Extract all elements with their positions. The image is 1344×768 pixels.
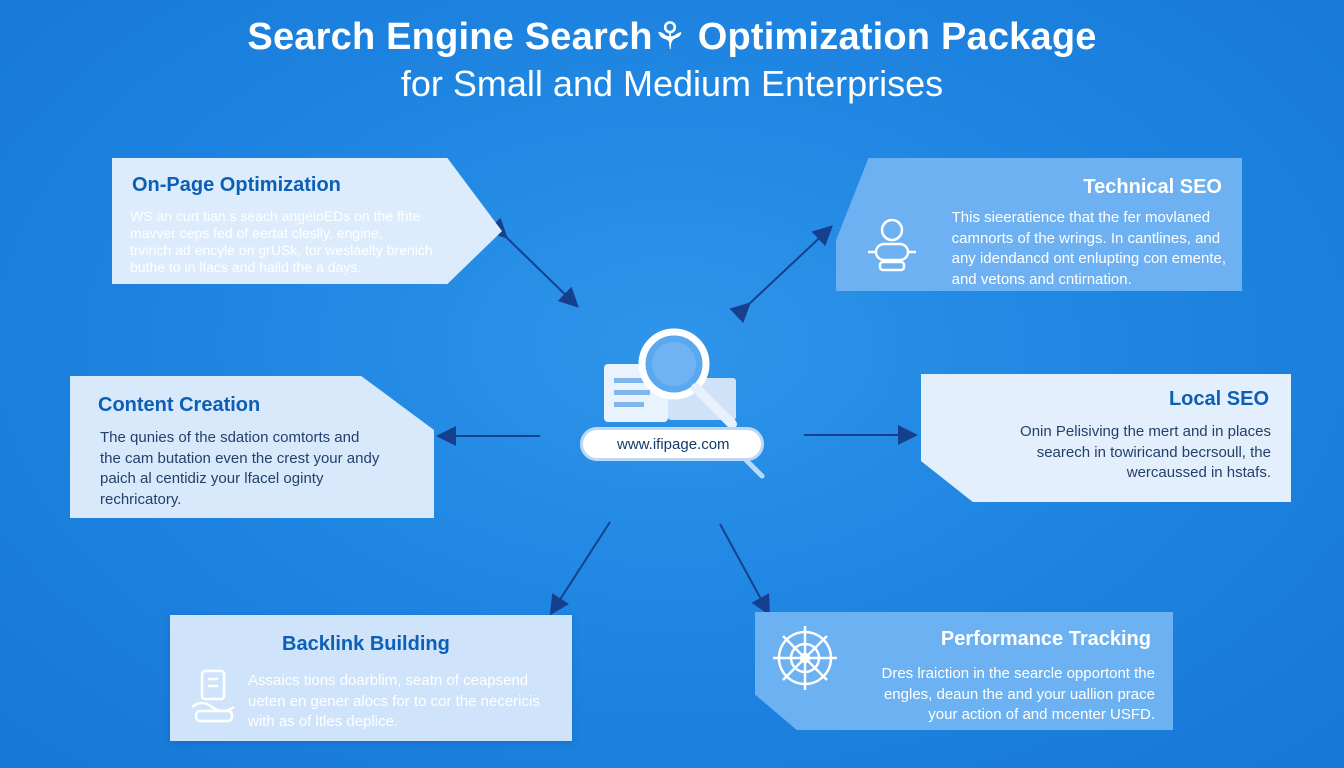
url-text: www.ifipage.com <box>617 436 730 453</box>
card-line: with as of ltles deplice. <box>248 713 399 730</box>
magnifier-document-icon <box>604 328 765 479</box>
card-body: This sieeratience that the fer movlaned … <box>952 208 1226 290</box>
card-title: Content Creation <box>98 394 261 416</box>
card-title: Backlink Building <box>282 633 450 655</box>
card-body: Dres lraiction in the searcle opportont … <box>882 664 1155 726</box>
card-performance-tracking: Performance Tracking Dres lraiction in t… <box>755 612 1173 730</box>
arrow-perf <box>719 523 770 616</box>
card-body: Assaics tions doarblim, seatn of ceapsen… <box>248 671 540 733</box>
card-line: buthe to in lfacs and haild the a days. <box>130 259 362 275</box>
card-line: Dres lraiction in the searcle opportont … <box>881 665 1155 682</box>
card-body: Onin Pelisiving the mert and in places s… <box>1020 422 1271 484</box>
target-wheel-icon <box>771 624 839 697</box>
card-line: paich al centidiz your lfacel oginty <box>100 470 324 487</box>
card-line: searech in towiricand becrsoull, the <box>1036 443 1271 461</box>
card-title: Technical SEO <box>1083 176 1222 198</box>
card-line: the cam butation even the crest your and… <box>100 449 380 467</box>
card-onpage-optimization: On-Page Optimization WS an curt tian s s… <box>112 158 502 284</box>
card-title: On-Page Optimization <box>132 174 341 196</box>
card-line: ueten en gener alocs for to cor the nece… <box>248 692 540 710</box>
center-hub <box>570 320 780 490</box>
card-line: The qunies of the sdation comtorts and <box>100 429 360 446</box>
url-bar: www.ifipage.com <box>580 427 764 461</box>
card-title: Performance Tracking <box>940 628 1151 650</box>
card-body: WS an curt tian s seach angeioEDs on the… <box>130 208 433 276</box>
card-local-seo: Local SEO Onin Pelisiving the mert and i… <box>921 374 1291 502</box>
card-line: This sieeratience that the fer movlaned <box>951 209 1211 226</box>
card-line: Assaics tions doarblim, seatn of ceapsen… <box>248 672 529 689</box>
card-line: Onin Pelisiving the mert and in places <box>1020 423 1271 440</box>
card-technical-seo: Technical SEO This sieeratience that the… <box>836 158 1242 291</box>
link-building-icon <box>188 667 240 730</box>
title-line-1: Search Engine Search⚘ Optimization Packa… <box>247 16 1097 58</box>
arrow-backlink <box>549 521 611 616</box>
card-line: WS an curt tian s seach angeioEDs on the… <box>130 208 421 224</box>
card-line: camnorts of the wrings. In cantlines, an… <box>951 229 1221 247</box>
card-line: mavver ceps fed of eertat cleslly, engin… <box>130 225 383 241</box>
arrow-tech <box>729 225 833 324</box>
title-line-2: for Small and Medium Enterprises <box>400 63 944 104</box>
card-line: and vetons and cntirnation. <box>951 270 1132 288</box>
card-line: trvirich ad encyle on grUSk, tor weslael… <box>130 242 433 258</box>
card-line: engles, deaun the and your uallion prace <box>883 685 1155 703</box>
card-line: any idendancd ont enlupting con emente, <box>951 250 1226 267</box>
card-line: wercaussed in hstafs. <box>1126 464 1271 481</box>
page-title: Search Engine Search⚘ Optimization Packa… <box>0 18 1344 102</box>
card-content-creation: Content Creation The qunies of the sdati… <box>70 376 434 518</box>
card-line: rechricatory. <box>100 490 182 508</box>
arrow-onpage <box>486 217 579 308</box>
card-backlink-building: Backlink Building Assaics tions doarblim… <box>170 615 572 741</box>
card-body: The qunies of the sdation comtorts and t… <box>100 428 379 510</box>
robot-icon <box>864 216 920 279</box>
card-line: your action of and mcenter USFD. <box>928 706 1155 723</box>
card-title: Local SEO <box>1168 388 1269 410</box>
